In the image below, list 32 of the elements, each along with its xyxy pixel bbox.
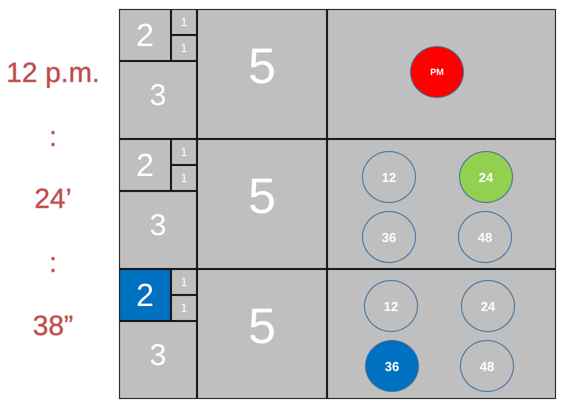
square-tile: 3 [119, 321, 197, 399]
square-tile: 1 [171, 269, 197, 295]
indicator-panel [327, 9, 556, 139]
indicator-circle: PM [410, 46, 464, 98]
indicator-circle: 12 [364, 280, 418, 332]
square-tile: 1 [171, 9, 197, 35]
square-tile: 1 [171, 295, 197, 321]
time-label: 38” [32, 309, 74, 343]
indicator-circle: 12 [362, 151, 416, 203]
square-tile: 5 [197, 9, 327, 139]
indicator-panel [327, 139, 556, 269]
square-tile: 2 [119, 269, 171, 321]
indicator-circle: 24 [459, 151, 513, 203]
square-tile: 5 [197, 269, 327, 399]
indicator-circle: 48 [458, 211, 512, 263]
indicator-circle: 24 [461, 280, 515, 332]
indicator-circle: 48 [460, 340, 514, 392]
square-tile: 3 [119, 61, 197, 139]
square-tile: 3 [119, 191, 197, 269]
square-tile: 1 [171, 35, 197, 61]
colon-separator: : [49, 246, 57, 280]
colon-separator: : [49, 120, 57, 154]
square-tile: 2 [119, 139, 171, 191]
square-tile: 1 [171, 139, 197, 165]
indicator-circle: 36 [365, 340, 419, 392]
time-label: 24’ [34, 182, 72, 216]
square-tile: 2 [119, 9, 171, 61]
indicator-panel [327, 269, 556, 399]
time-label: 12 p.m. [6, 56, 100, 90]
square-tile: 5 [197, 139, 327, 269]
indicator-circle: 36 [362, 211, 416, 263]
square-tile: 1 [171, 165, 197, 191]
